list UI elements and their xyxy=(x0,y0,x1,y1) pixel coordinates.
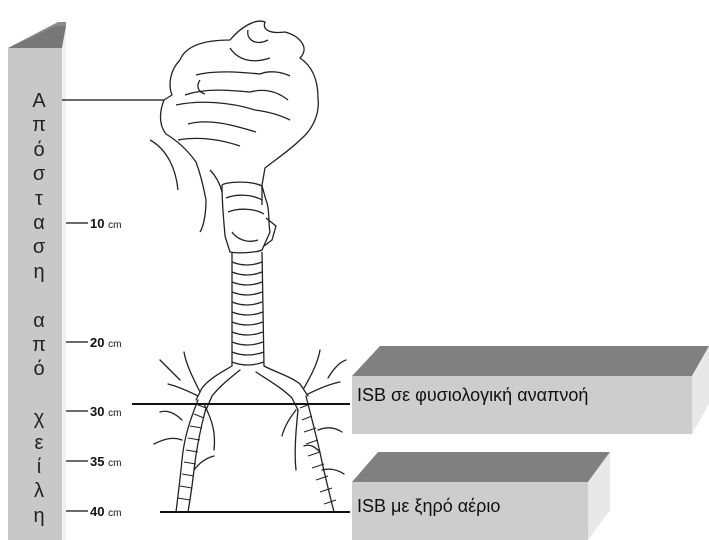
ruler-letter: σ xyxy=(22,236,56,259)
physiological-box-top xyxy=(352,346,709,376)
tick-label-40: 40 cm xyxy=(90,504,121,519)
tick-label-30: 30 cm xyxy=(90,404,121,419)
larynx xyxy=(222,182,276,253)
tick-label-35: 35 cm xyxy=(90,454,121,469)
tick-label-20: 20 cm xyxy=(90,335,121,350)
head-outline xyxy=(150,21,318,232)
tick-value-10: 10 xyxy=(90,216,104,231)
ruler-letter: α xyxy=(22,310,56,333)
physiological-box-label: ISB σε φυσιολογική αναπνοή xyxy=(357,385,588,406)
ruler-letter: η xyxy=(22,505,56,528)
ruler-letter: Α xyxy=(22,90,56,113)
ruler-letter: ε xyxy=(22,432,56,455)
bronchial-tree xyxy=(154,350,346,512)
ruler-top-bevel xyxy=(8,26,66,48)
ruler-letter: ό xyxy=(22,139,56,162)
dry-gas-box-label: ISB με ξηρό αέριο xyxy=(357,496,500,517)
ruler-letter: σ xyxy=(22,163,56,186)
tick-unit-30: cm xyxy=(108,408,121,419)
ruler-side-face xyxy=(62,26,66,540)
tick-value-40: 40 xyxy=(90,504,104,519)
tick-label-10: 10 cm xyxy=(90,216,121,231)
ruler-letter: χ xyxy=(22,407,56,430)
tick-unit-10: cm xyxy=(108,220,121,231)
ruler-letter: π xyxy=(22,334,56,357)
ruler-ticks xyxy=(66,223,88,511)
tick-unit-40: cm xyxy=(108,508,121,519)
ruler-letter: ί xyxy=(22,456,56,479)
ruler-letter: α xyxy=(22,212,56,235)
tick-value-30: 30 xyxy=(90,404,104,419)
ruler-letter: π xyxy=(22,114,56,137)
tick-unit-20: cm xyxy=(108,339,121,350)
tick-value-35: 35 xyxy=(90,454,104,469)
ruler-letter: τ xyxy=(22,188,56,211)
ruler-letter: λ xyxy=(22,480,56,503)
ruler-letter: ό xyxy=(22,358,56,381)
ruler-letter: η xyxy=(22,261,56,284)
tick-value-20: 20 xyxy=(90,335,104,350)
tick-unit-35: cm xyxy=(108,458,121,469)
trachea xyxy=(232,252,264,366)
dry-gas-box-top xyxy=(352,452,610,482)
